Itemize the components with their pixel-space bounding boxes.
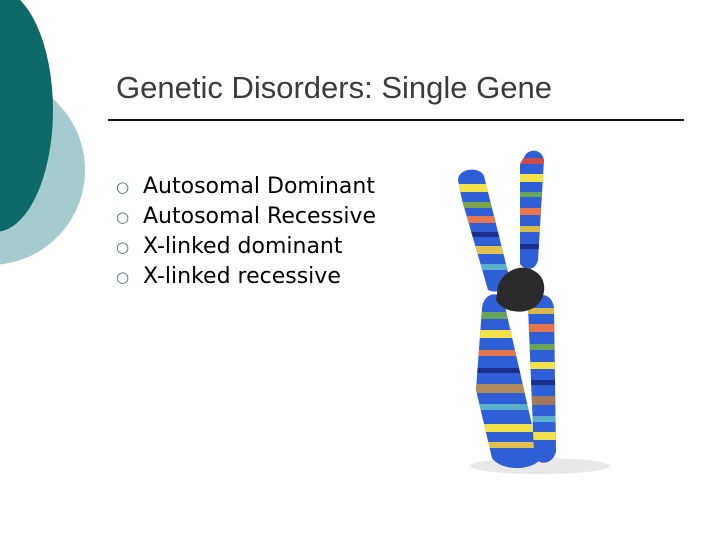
bullet-circle-icon: ○ [116, 238, 130, 256]
bullet-item: ○ Autosomal Dominant [116, 172, 406, 202]
dark-teal-circle [0, 0, 53, 232]
title-underline [108, 119, 684, 121]
bullet-list: ○ Autosomal Dominant ○ Autosomal Recessi… [116, 172, 406, 292]
bullet-text: X-linked dominant [143, 234, 343, 259]
decorative-circles [0, 0, 85, 265]
bullet-item: ○ Autosomal Recessive [116, 202, 406, 232]
bullet-circle-icon: ○ [116, 178, 130, 196]
chromosome-illustration [458, 150, 610, 474]
bullet-item: ○ X-linked recessive [116, 262, 406, 292]
centromere [496, 267, 545, 312]
bullet-circle-icon: ○ [116, 268, 130, 286]
bullet-circle-icon: ○ [116, 208, 130, 226]
bullet-text: X-linked recessive [143, 264, 341, 289]
slide-title: Genetic Disorders: Single Gene [116, 70, 552, 105]
bullet-text: Autosomal Dominant [143, 174, 375, 199]
bullet-item: ○ X-linked dominant [116, 232, 406, 262]
bullet-text: Autosomal Recessive [143, 204, 377, 229]
